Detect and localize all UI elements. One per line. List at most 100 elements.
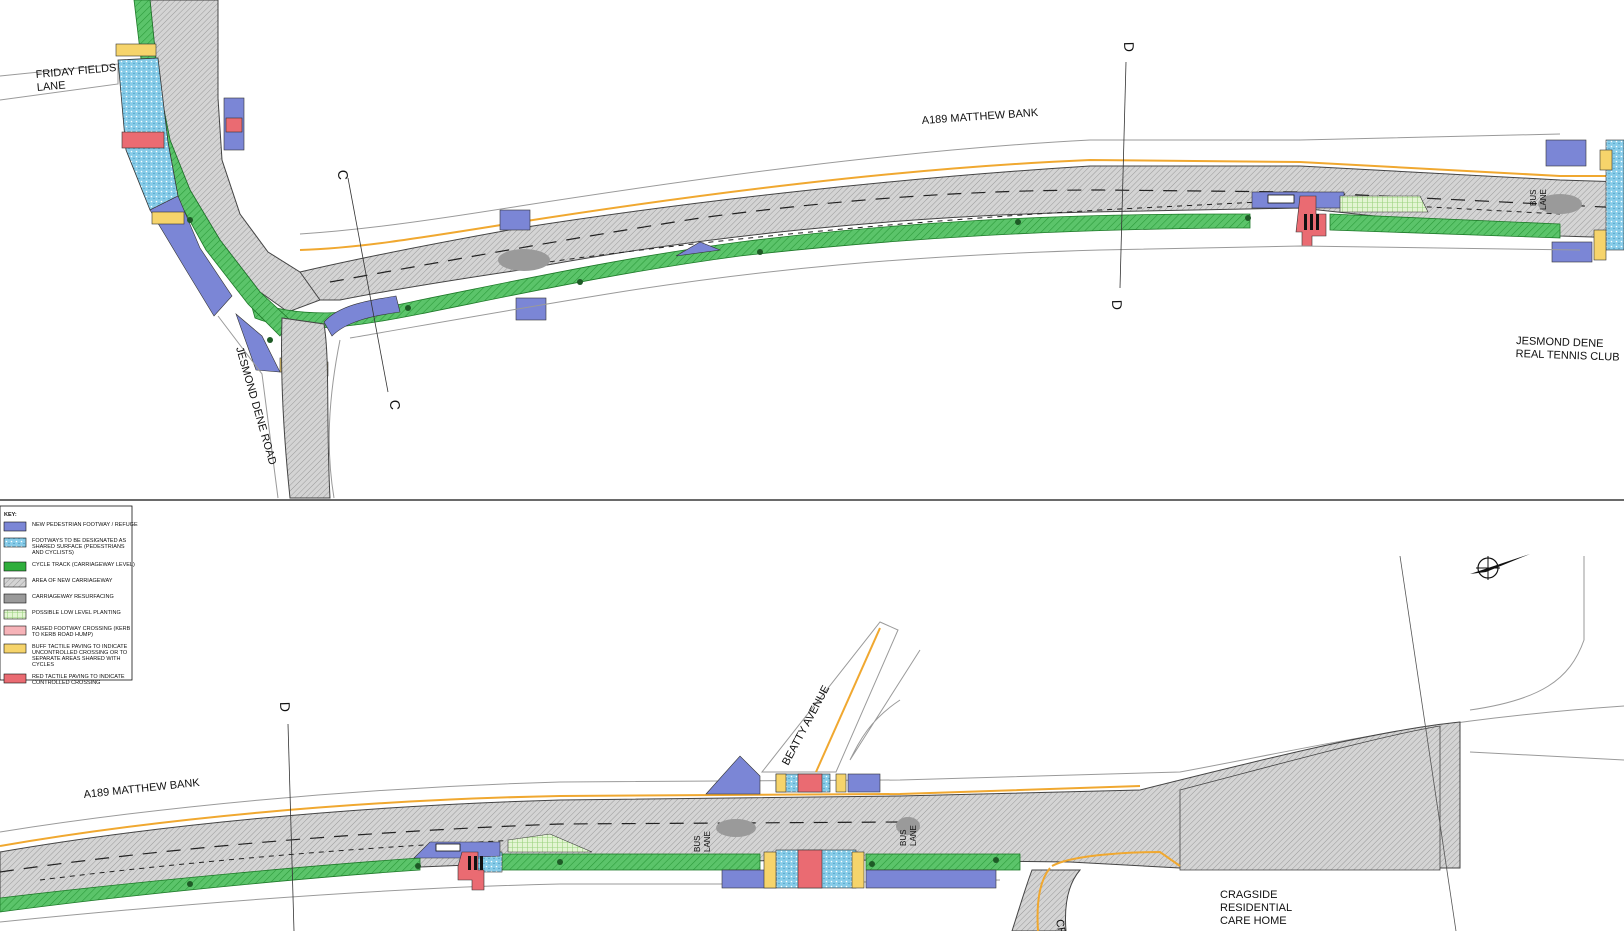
key-swatch xyxy=(3,609,27,620)
section-marker-d-top-b: D xyxy=(1109,300,1125,311)
a189-top-centre-line xyxy=(329,189,1624,283)
cycle-track-bottom-mid xyxy=(499,853,761,871)
resurfacing-patch-top-1 xyxy=(498,249,550,271)
east-boundary-3 xyxy=(1469,751,1624,761)
section-marker-c-bottom: C xyxy=(387,400,403,411)
cragside-road-kerb xyxy=(1036,867,1051,931)
resurfacing-patch-top-2 xyxy=(1538,194,1582,214)
north-road-carriageway xyxy=(149,0,331,313)
footway-refuge-east-top xyxy=(1545,139,1587,167)
resurfacing-patch-bottom-2 xyxy=(896,817,920,835)
buff-tactile-5 xyxy=(1593,229,1607,261)
bus-stop-icon xyxy=(1267,194,1295,204)
zebra-crossing-icon xyxy=(1304,214,1319,230)
key-swatch xyxy=(3,593,27,604)
bus-stop-platform-top xyxy=(1251,191,1345,209)
key-label: POSSIBLE LOW LEVEL PLANTING xyxy=(32,610,121,616)
key-items: NEW PEDESTRIAN FOOTWAY / REFUGEFOOTWAYS … xyxy=(3,521,138,686)
buff-tactile-2 xyxy=(151,211,185,225)
buff-tactile-b1 xyxy=(775,773,787,793)
buff-tactile-6 xyxy=(1599,149,1613,171)
a189-bottom-kerb-line xyxy=(0,785,1141,847)
key-swatch xyxy=(3,673,27,684)
north-arrow-icon xyxy=(1470,554,1530,580)
footway-refuge-beatty-w xyxy=(705,755,761,795)
a189-top-label: A189 MATTHEW BANK xyxy=(921,107,1039,127)
cycle-track-bottom xyxy=(0,857,421,913)
key-swatch xyxy=(3,625,27,636)
bus-lane-label-b2b: LANE xyxy=(909,825,918,846)
key-swatch xyxy=(3,537,27,548)
bottom-plan: D A189 MATTHEW BANK BEATTY AVENUE CRAGSI… xyxy=(0,554,1624,931)
key-item: CARRIAGEWAY RESURFACING xyxy=(3,593,114,604)
footway-refuge-jesmond-west xyxy=(149,195,233,317)
cragside-road xyxy=(1011,869,1082,931)
section-line-d-bottom xyxy=(287,723,295,931)
cragside-road-label: CR xyxy=(1053,918,1068,931)
bus-lane-label-top: BUS xyxy=(1529,190,1538,206)
red-tactile-b2 xyxy=(797,849,823,889)
beatty-avenue-edge-east xyxy=(849,649,921,761)
key-legend: KEY: NEW PEDESTRIAN FOOTWAY / REFUGEFOOT… xyxy=(0,505,138,686)
buff-tactile-b4 xyxy=(851,851,865,889)
beatty-avenue-road xyxy=(760,621,899,773)
section-marker-d-bottom: D xyxy=(277,702,293,713)
footway-refuge-island xyxy=(675,241,722,257)
bus-lane-label-top-2: LANE xyxy=(1539,189,1548,210)
tree-icon xyxy=(187,857,999,887)
key-title: KEY: xyxy=(4,512,17,518)
red-tactile-b1 xyxy=(797,773,823,793)
jesmond-dene-road-edge-e xyxy=(328,339,341,499)
east-boundary-2 xyxy=(1469,556,1585,711)
red-tactile-2 xyxy=(225,117,243,133)
buff-tactile-b2 xyxy=(835,773,847,793)
key-swatch xyxy=(3,561,27,572)
top-plan: FRIDAY FIELDS LANE A189 MATTHEW BANK JES… xyxy=(0,0,1624,499)
bus-lane-label-b1b: LANE xyxy=(703,831,712,852)
key-item: POSSIBLE LOW LEVEL PLANTING xyxy=(3,609,121,620)
east-boundary-1 xyxy=(1399,555,1457,931)
a189-top-kerb-line xyxy=(299,158,1624,251)
cycle-track-top-east xyxy=(1329,213,1561,239)
new-carriageway-east xyxy=(1179,725,1441,871)
section-line-c xyxy=(347,177,389,393)
cragside-label: CRAGSIDE RESIDENTIAL CARE HOME xyxy=(1220,889,1295,927)
section-marker-d-top-a: D xyxy=(1121,42,1137,53)
key-item: AREA OF NEW CARRIAGEWAY xyxy=(3,577,113,588)
buff-tactile-1 xyxy=(115,43,157,57)
resurfacing-patch-bottom-1 xyxy=(716,819,756,837)
section-marker-c-top: C xyxy=(335,170,351,181)
key-swatch xyxy=(3,521,27,532)
tree-icon xyxy=(187,215,1251,343)
footway-refuge-a189-n xyxy=(499,209,531,231)
friday-fields-lane-road xyxy=(0,63,119,101)
planting-area-bottom xyxy=(507,833,593,853)
footway-edge-south-top xyxy=(349,245,1581,339)
section-line-d-top xyxy=(1119,61,1127,289)
key-label: CARRIAGEWAY RESURFACING xyxy=(32,594,114,600)
a189-bottom-kerb-south xyxy=(1051,850,1181,867)
key-label: AREA OF NEW CARRIAGEWAY xyxy=(32,578,113,584)
footway-refuge-beatty-e xyxy=(847,773,881,793)
bus-lane-label-b2a: BUS xyxy=(899,830,908,846)
beatty-avenue-kerb xyxy=(815,627,881,773)
zebra-crossing-icon xyxy=(468,856,483,870)
footway-refuge-east-bottom xyxy=(1551,241,1593,263)
footway-edge-north-top xyxy=(299,133,1561,235)
footway-edge-south-bottom xyxy=(0,879,1001,923)
red-tactile-b3 xyxy=(457,851,485,891)
planting-area-top xyxy=(1339,195,1429,213)
a189-bottom-centre-line xyxy=(0,821,901,873)
jesmond-dene-road xyxy=(280,317,331,499)
key-label: CYCLE TRACK (CARRIAGEWAY LEVEL) xyxy=(32,562,135,568)
bus-stop-icon xyxy=(435,843,461,852)
footway-refuge-south-e xyxy=(865,869,997,889)
